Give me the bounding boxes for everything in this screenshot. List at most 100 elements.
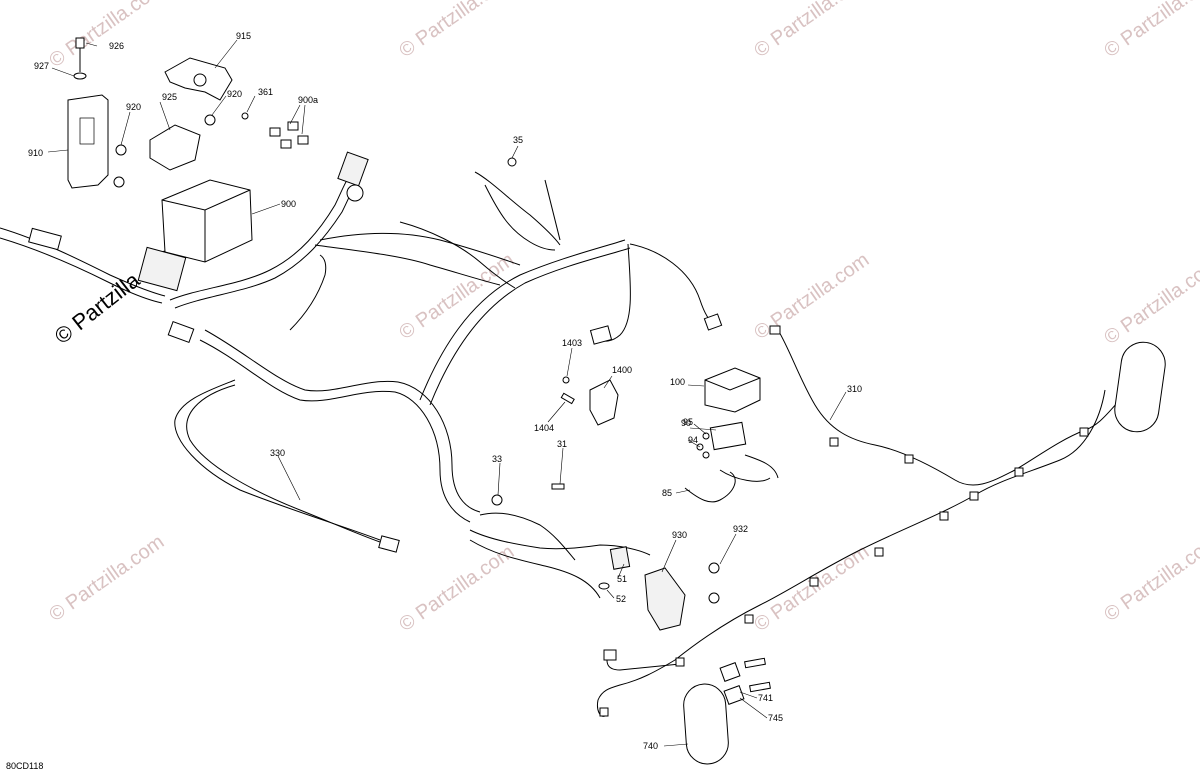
grommet (346, 184, 364, 202)
module-100 (704, 367, 761, 413)
block-90 (709, 421, 747, 451)
callout-1404: 1404 (534, 423, 554, 433)
terminal-900a (287, 121, 299, 131)
nut-920 (115, 144, 127, 156)
nut-1403 (562, 376, 570, 384)
diagram-code: 80CD118 (6, 761, 43, 771)
callout-1400: 1400 (612, 365, 632, 375)
parts-layer (28, 37, 1166, 765)
clip (904, 454, 914, 464)
callout-31: 31 (557, 439, 567, 449)
ring-52 (598, 582, 610, 590)
lamp-310 (1114, 341, 1166, 433)
bracket-910 (67, 94, 109, 189)
callout-900a: 900a (298, 95, 318, 105)
clip-745 (719, 662, 741, 682)
terminal-900a (297, 135, 309, 145)
clip (969, 491, 979, 501)
callout-94: 94 (688, 435, 698, 445)
clip (809, 577, 819, 587)
watermark: © Partzilla.com (395, 541, 518, 636)
nut-95 (702, 432, 710, 440)
bolt-1404 (560, 392, 575, 405)
callout-920: 920 (126, 102, 141, 112)
callout-85: 85 (662, 488, 672, 498)
connector-330 (378, 535, 400, 553)
screw-31 (551, 483, 565, 490)
callout-915: 915 (236, 31, 251, 41)
leader-lines (47, 39, 847, 747)
nut-33 (491, 494, 503, 506)
callout-930: 930 (672, 530, 687, 540)
washer-927 (73, 72, 87, 80)
nut-94 (702, 451, 710, 459)
callout-745: 745 (768, 713, 783, 723)
callout-330: 330 (270, 448, 285, 458)
bolt-926 (75, 37, 85, 49)
connector-51 (609, 546, 631, 570)
callout-100: 100 (670, 377, 685, 387)
connector-1403-side (589, 325, 613, 345)
nut-920 (113, 176, 125, 188)
callout-labels: 926 927 915 920 920 925 361 900a 910 900… (28, 31, 862, 751)
clip (874, 547, 884, 557)
callout-1403: 1403 (562, 338, 582, 348)
nut-920 (204, 114, 216, 126)
callout-90: 90 (681, 418, 691, 428)
terminal-900a (280, 139, 292, 149)
grommet-932 (708, 592, 720, 604)
grommet-361 (241, 112, 249, 120)
clip-745 (723, 685, 745, 705)
callout-932: 932 (733, 524, 748, 534)
clip (1079, 427, 1089, 437)
connector-left (28, 227, 62, 251)
clip (675, 657, 685, 667)
callout-361: 361 (258, 87, 273, 97)
connector-top (337, 151, 369, 187)
watermark: © Partzilla.com (45, 531, 168, 626)
callout-310: 310 (847, 384, 862, 394)
clip (744, 614, 754, 624)
callout-52: 52 (616, 594, 626, 604)
callout-926: 926 (109, 41, 124, 51)
battery-900 (161, 179, 253, 263)
callout-51: 51 (617, 574, 627, 584)
bolt-741 (749, 681, 771, 693)
clamp-915 (164, 57, 233, 101)
cover-925 (149, 124, 201, 171)
watermark: © Partzilla.com (750, 249, 873, 344)
callout-910: 910 (28, 148, 43, 158)
callout-35: 35 (513, 135, 523, 145)
connector-right-top (703, 313, 723, 331)
nut-35 (507, 157, 517, 167)
watermark: © Partzilla.com (45, 0, 168, 72)
watermark: © Partzilla.com (750, 0, 873, 62)
callout-33: 33 (492, 454, 502, 464)
clip (603, 649, 617, 661)
clip (769, 325, 781, 335)
callout-900: 900 (281, 199, 296, 209)
watermark: © Partzilla.com (1100, 0, 1200, 62)
terminal-900a (269, 127, 281, 137)
clip (829, 437, 839, 447)
connector-fuse-box (137, 246, 187, 292)
callout-740: 740 (643, 741, 658, 751)
callout-925: 925 (162, 92, 177, 102)
relay-1400 (589, 379, 619, 426)
watermark: © Partzilla.com (1100, 531, 1200, 626)
bolt-741 (744, 657, 766, 669)
watermark: © Partzilla.com (1100, 254, 1200, 349)
main-harness (0, 171, 1121, 717)
lamp-740 (683, 683, 729, 765)
clip (599, 707, 609, 717)
grommet-932 (708, 562, 720, 574)
callout-741: 741 (758, 693, 773, 703)
callout-95: 95 (683, 417, 693, 427)
module-930 (644, 567, 686, 631)
watermark: © Partzilla.com (395, 249, 518, 344)
watermark: © Partzilla.com (395, 0, 518, 62)
clip (1014, 467, 1024, 477)
callout-927: 927 (34, 61, 49, 71)
watermark: © Partzilla.com (750, 541, 873, 636)
